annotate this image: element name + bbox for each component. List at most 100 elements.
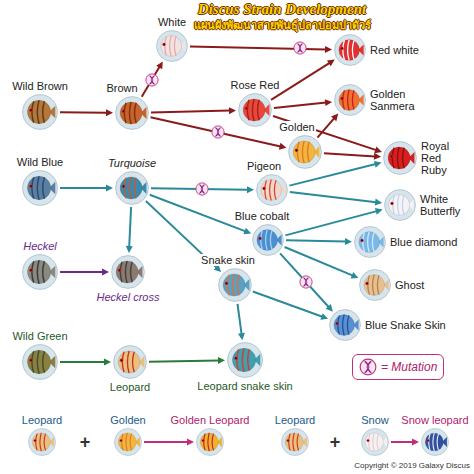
fish-node: Blue diamond: [354, 226, 386, 258]
fish-picture: [359, 269, 391, 301]
arrow-line: [286, 240, 346, 241]
fish-node: Pigeon: [256, 174, 288, 206]
lineage-arrow: [60, 269, 109, 276]
fish-node: Leopard: [281, 428, 309, 456]
title: Discus Strain Development: [198, 1, 366, 18]
fish-picture: [115, 96, 149, 130]
strain-name: Turquoise: [107, 157, 157, 169]
legend: = Mutation: [352, 354, 444, 380]
fish-picture: [361, 428, 389, 456]
arrow-head: [345, 238, 352, 245]
mutation-icon: [146, 74, 158, 86]
arrow-head: [126, 246, 133, 253]
lineage-arrow: [280, 253, 333, 311]
arrow-line: [273, 116, 376, 150]
lineage-arrow: [253, 291, 328, 319]
arrow-line: [151, 111, 230, 113]
mutation-icon: [212, 126, 224, 138]
arrow-line: [324, 153, 375, 156]
arrow-head: [187, 439, 194, 446]
fish-node: Leopard: [28, 428, 56, 456]
fish-picture: [329, 309, 361, 341]
arrow-head: [104, 359, 111, 366]
strain-name: Golden Sanmera: [369, 88, 416, 112]
lineage-arrow: [285, 247, 359, 279]
arrow-line: [285, 247, 353, 276]
fish-picture: [421, 428, 449, 456]
lineage-arrow: [144, 439, 194, 446]
fish-node: Golden Leopard: [196, 428, 224, 456]
strain-name: Heckel: [22, 240, 58, 252]
fish-picture: [111, 255, 145, 289]
strain-name: Leopard: [21, 414, 63, 426]
arrow-head: [325, 99, 332, 106]
fish-picture: [334, 34, 366, 66]
arrow-head: [412, 439, 419, 446]
arrow-line: [290, 192, 376, 202]
arrow-head: [374, 153, 381, 160]
fish-picture: [28, 428, 56, 456]
arrow-head: [279, 143, 287, 150]
fish-node: White: [156, 30, 188, 62]
fish-picture: [334, 84, 366, 116]
arrow-head: [243, 228, 251, 235]
fish-node: Wild Blue: [22, 170, 58, 206]
strain-name: Snow leopard: [400, 414, 469, 426]
arrow-line: [391, 441, 413, 443]
arrow-head: [375, 208, 383, 215]
strain-name: Wild Green: [11, 330, 68, 342]
strain-name: Red white: [369, 44, 420, 56]
arrow-line: [60, 361, 105, 363]
fish-picture: [238, 93, 272, 127]
fish-picture: [354, 226, 386, 258]
fish-node: Royal Red Ruby: [383, 141, 417, 175]
arrow-head: [351, 272, 359, 278]
fish-picture: [156, 30, 188, 62]
lineage-arrow: [126, 207, 133, 253]
arrow-head: [374, 161, 382, 168]
strain-name: Golden: [109, 414, 146, 426]
fish-node: Golden: [114, 428, 142, 456]
lineage-arrow: [274, 99, 332, 108]
strain-name: Golden Leopard: [170, 414, 251, 426]
strain-name: Blue diamond: [389, 236, 458, 248]
fish-picture: [281, 428, 309, 456]
lineage-arrow: [149, 357, 225, 364]
arrow-line: [274, 103, 326, 108]
fish-picture: [22, 94, 58, 130]
strain-name: White: [157, 16, 187, 28]
fish-node: Leopard: [113, 345, 147, 379]
arrow-head: [325, 46, 332, 53]
strain-name: Heckel cross: [96, 291, 161, 303]
arrow-head: [375, 199, 382, 206]
arrow-line: [142, 67, 160, 97]
lineage-arrow: [271, 60, 335, 100]
arrow-line: [150, 195, 246, 232]
fish-node: Brown: [115, 96, 149, 130]
arrow-head: [229, 107, 236, 114]
arrow-head: [327, 60, 335, 67]
arrow-head: [106, 185, 113, 192]
arrow-line: [149, 360, 219, 361]
strain-name: Snake skin: [200, 254, 256, 266]
lineage-arrow: [238, 304, 245, 340]
lineage-arrow: [60, 109, 113, 116]
strain-name: Rose Red: [230, 79, 281, 91]
fish-node: Turquoise: [115, 171, 149, 205]
arrow-head: [247, 186, 254, 193]
fish-picture: [383, 141, 417, 175]
strain-name: Leopard: [109, 381, 151, 393]
fish-picture: [22, 254, 58, 290]
fish-picture: [22, 344, 58, 380]
plus-sign: +: [80, 432, 91, 452]
fish-picture: [256, 174, 288, 206]
arrow-line: [317, 118, 334, 137]
fish-node: Wild Green: [22, 344, 58, 380]
fish-node: Snow leopard: [421, 428, 449, 456]
subtitle: แผนผังพัฒนาสายพันธุ์ปลาปอมปาดัวร์: [194, 19, 371, 33]
lineage-arrow: [142, 61, 163, 96]
arrow-head: [320, 313, 328, 320]
strain-name: Golden: [278, 121, 315, 133]
plus-sign: +: [330, 432, 341, 452]
arrow-head: [374, 147, 382, 154]
